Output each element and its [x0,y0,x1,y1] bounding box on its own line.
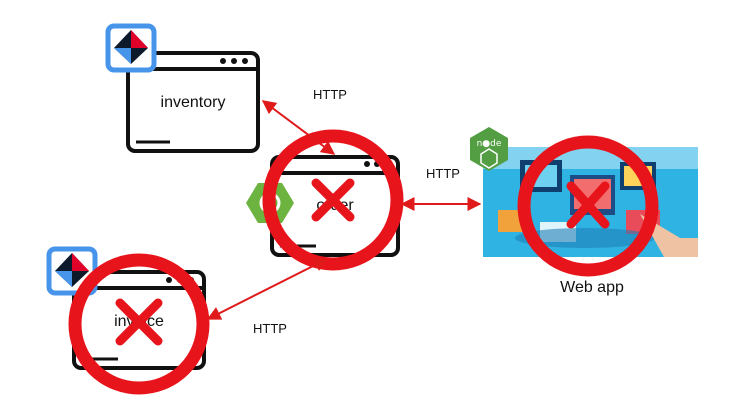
connection-order-webapp: HTTP [400,166,482,211]
nodejs-icon: n●de [470,127,508,171]
connection-order-invoice: HTTP [206,258,329,336]
inventory-label: inventory [161,94,226,111]
invoice-failure-mark [68,253,210,395]
webapp-failure-mark [517,135,659,277]
svg-text:n●de: n●de [477,139,502,149]
webapp-label: Web app [560,279,624,296]
inventory-service: inventory [126,51,260,153]
http-label: HTTP [313,87,347,102]
connection-inventory-order: HTTP [261,87,347,155]
http-label: HTTP [253,321,287,336]
quarkus-icon [105,23,157,73]
http-label: HTTP [426,166,460,181]
